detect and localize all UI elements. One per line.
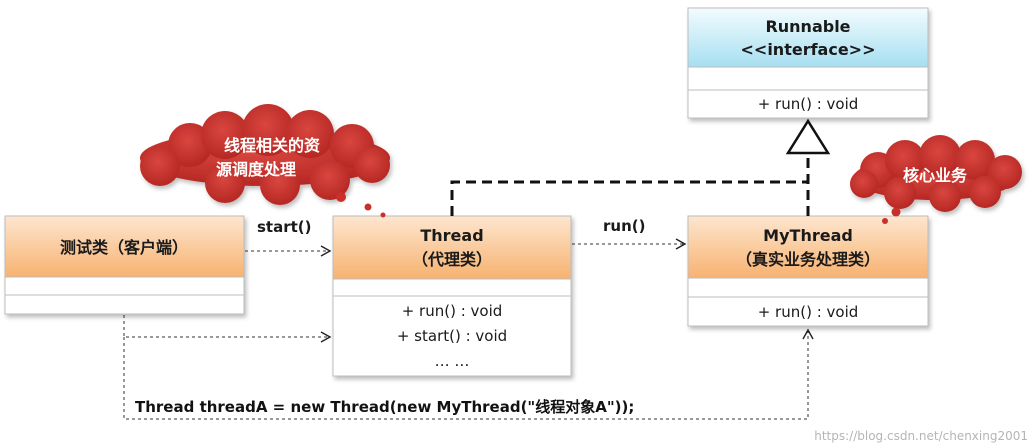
code-line: Thread threadA = new Thread(new MyThread… [135, 398, 634, 416]
client-class: 测试类（客户端） [4, 215, 245, 315]
runnable-method: + run() : void [758, 95, 859, 113]
watermark: https://blog.csdn.net/chenxing2001 [814, 429, 1028, 443]
thread-note-line2: 源调度处理 [216, 160, 296, 179]
run-label: run() [603, 217, 645, 235]
thread-note-bubble-1 [336, 192, 346, 202]
runnable-class: Runnable <<interface>> + run() : void [687, 7, 929, 119]
runnable-name: Runnable [765, 17, 850, 36]
mythread-subtitle: （真实业务处理类） [736, 250, 880, 269]
mythread-name: MyThread [763, 226, 853, 245]
implements-arrow [450, 118, 831, 216]
start-arrow: start() [245, 218, 332, 257]
thread-note-cloud: 线程相关的资 源调度处理 [140, 104, 390, 218]
thread-note-bubble-3 [380, 212, 386, 218]
thread-method-start: + start() : void [397, 327, 507, 345]
thread-method-more: … … [435, 352, 470, 370]
run-arrow: run() [572, 217, 687, 250]
thread-note-line1: 线程相关的资 [224, 136, 320, 155]
thread-class: Thread （代理类） + run() : void + start() : … [332, 215, 572, 377]
client-name: 测试类（客户端） [60, 238, 188, 257]
mythread-note-cloud: 核心业务 [850, 135, 1022, 224]
thread-method-run: + run() : void [402, 302, 503, 320]
thread-name: Thread [420, 226, 483, 245]
client-dependency-lines [123, 315, 814, 420]
mythread-note-bubble-1 [891, 207, 901, 217]
start-label: start() [257, 218, 312, 236]
thread-note-bubble-2 [364, 203, 372, 211]
mythread-note-bubble-2 [882, 218, 888, 224]
mythread-method: + run() : void [758, 303, 859, 321]
implements-arrowhead [785, 118, 831, 155]
thread-subtitle: （代理类） [412, 250, 492, 269]
runnable-stereotype: <<interface>> [741, 40, 876, 59]
mythread-class: MyThread （真实业务处理类） + run() : void [687, 215, 929, 327]
mythread-note-text: 核心业务 [903, 166, 968, 185]
